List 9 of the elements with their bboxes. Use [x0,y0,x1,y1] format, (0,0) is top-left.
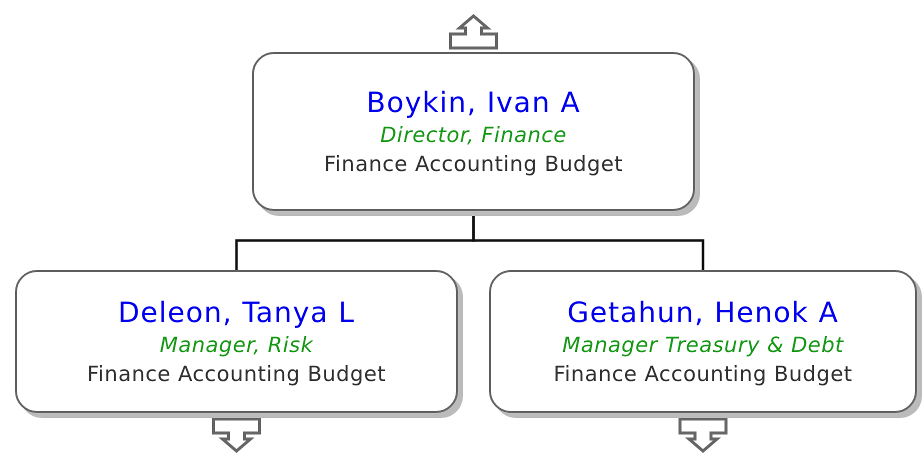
job-title: Manager Treasury & Debt [562,333,844,358]
department-text: Finance Accounting Budget [554,362,852,388]
job-title: Director, Finance [380,123,567,148]
job-title: Manager, Risk [160,333,314,358]
person-name: Boykin, Ivan A [366,86,581,120]
department-text: Finance Accounting Budget [324,152,623,178]
person-name: Deleon, Tanya L [118,296,356,330]
person-name: Getahun, Henok A [567,296,839,330]
department-text: Finance Accounting Budget [87,362,386,388]
